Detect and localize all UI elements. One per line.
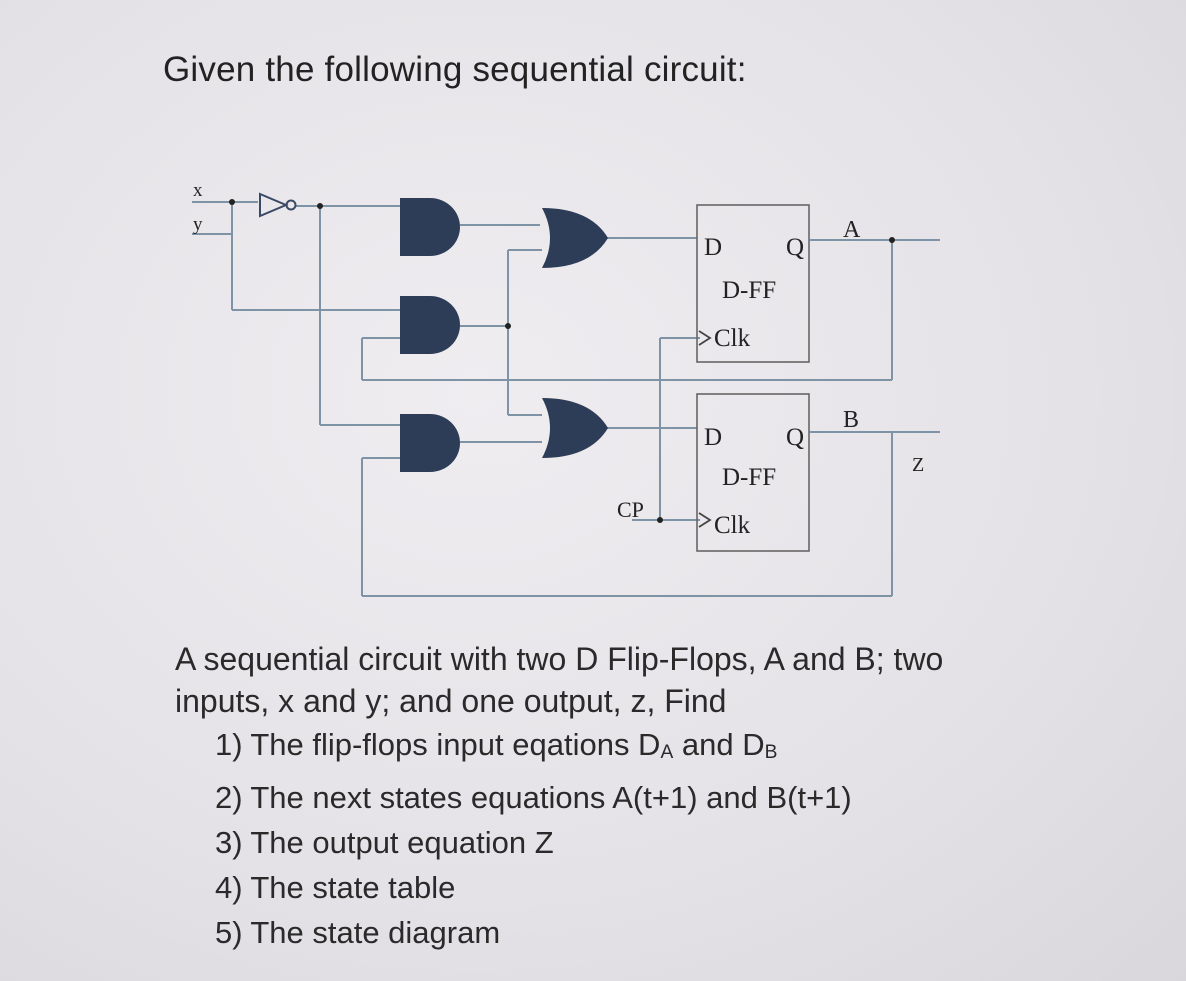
flipflop-a-name: D-FF: [722, 277, 776, 304]
clock-triangle-a: [698, 330, 712, 346]
flipflop-a-q-label: Q: [786, 234, 804, 261]
not-gate: [259, 192, 297, 218]
flipflop-b-clk-label: Clk: [714, 512, 751, 539]
output-b-label: B: [843, 407, 859, 433]
junction-dots: [229, 199, 895, 523]
list-item: 2)The next states equations A(t+1) and B…: [215, 779, 852, 815]
and-gate-3: [400, 414, 460, 472]
wires: [192, 201, 940, 597]
problem-description: A sequential circuit with two D Flip-Flo…: [175, 638, 1075, 955]
clock-triangle-b: [698, 512, 712, 528]
input-x-label: x: [193, 180, 203, 201]
clock-input-label: CP: [617, 497, 644, 522]
intro-line-1: A sequential circuit with two D Flip-Flo…: [175, 641, 944, 677]
list-item: 3)The output equation Z: [215, 824, 554, 860]
list-item: 4)The state table: [215, 869, 456, 905]
and-gate-1: [400, 198, 460, 256]
junction-cp: [657, 517, 663, 523]
flipflop-a-d-label: D: [704, 234, 722, 261]
input-y-label: y: [193, 214, 203, 235]
and-gate-2: [400, 296, 460, 354]
list-item: 5)The state diagram: [215, 914, 501, 950]
junction-xnot: [317, 203, 323, 209]
junction-x: [229, 199, 235, 205]
flipflop-b-d-label: D: [704, 424, 722, 451]
flipflop-b-q-label: Q: [786, 424, 804, 451]
flipflop-a-clk-label: Clk: [714, 325, 751, 352]
or-gate-a: [542, 208, 608, 268]
flipflop-a-box: [696, 204, 810, 363]
output-z-label: Z: [912, 454, 924, 476]
flipflop-b-box: [696, 393, 810, 552]
or-gate-b: [542, 398, 608, 458]
intro-line-2: inputs, x and y; and one output, z, Find: [175, 683, 727, 719]
flipflop-b-name: D-FF: [722, 464, 776, 491]
output-a-label: A: [843, 217, 861, 243]
junction-a: [889, 237, 895, 243]
task-list: 1)The flip-flops input eqations DA and D…: [175, 722, 1075, 955]
page-title: Given the following sequential circuit:: [163, 50, 747, 89]
list-item: 1)The flip-flops input eqations DA and D…: [215, 727, 778, 763]
junction-and2: [505, 323, 511, 329]
